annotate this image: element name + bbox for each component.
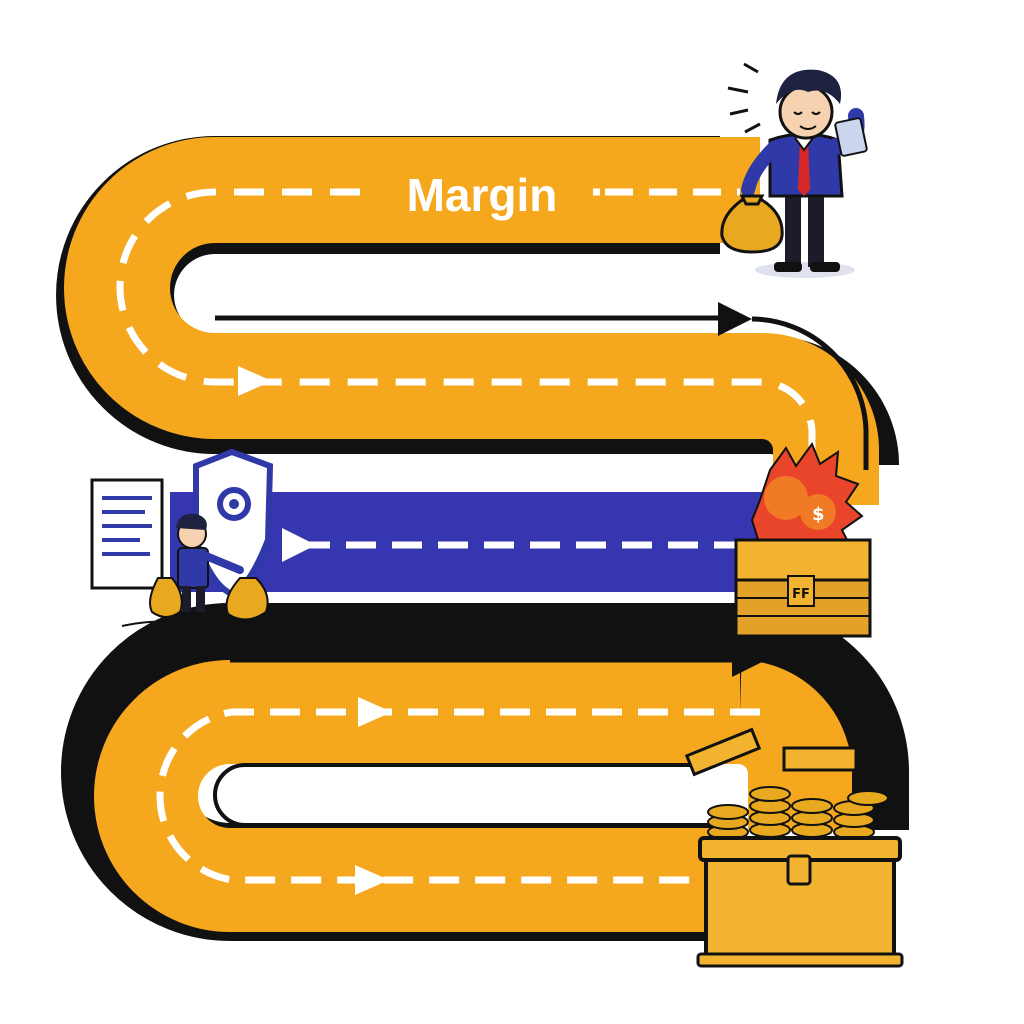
bottom-loop-inner bbox=[245, 765, 715, 825]
diagram-title: Margin bbox=[407, 169, 558, 221]
guard-with-document-and-shield-icon bbox=[90, 448, 307, 629]
dashed-line-top bbox=[116, 188, 816, 450]
lane-edge-curve-1 bbox=[751, 316, 869, 470]
arrowhead-white-1 bbox=[238, 366, 272, 396]
chest-lock-mark: FF bbox=[792, 587, 810, 602]
arrowhead-white-4 bbox=[355, 865, 389, 895]
arrowhead-black-1 bbox=[718, 302, 752, 336]
title-background bbox=[365, 162, 593, 224]
arrowhead-white-2 bbox=[282, 528, 316, 562]
chest-of-coins-icon bbox=[684, 727, 904, 968]
arrowhead-white-3 bbox=[358, 697, 392, 727]
svg-text:$: $ bbox=[812, 504, 825, 525]
businessman-with-money-bag-icon bbox=[720, 62, 868, 278]
bottom-loop-inner-edge bbox=[213, 763, 715, 827]
dashed-line-bottom bbox=[156, 708, 760, 884]
exploding-treasure-chest-icon: $ FF bbox=[734, 441, 872, 638]
arrowhead-black-2 bbox=[732, 643, 766, 677]
